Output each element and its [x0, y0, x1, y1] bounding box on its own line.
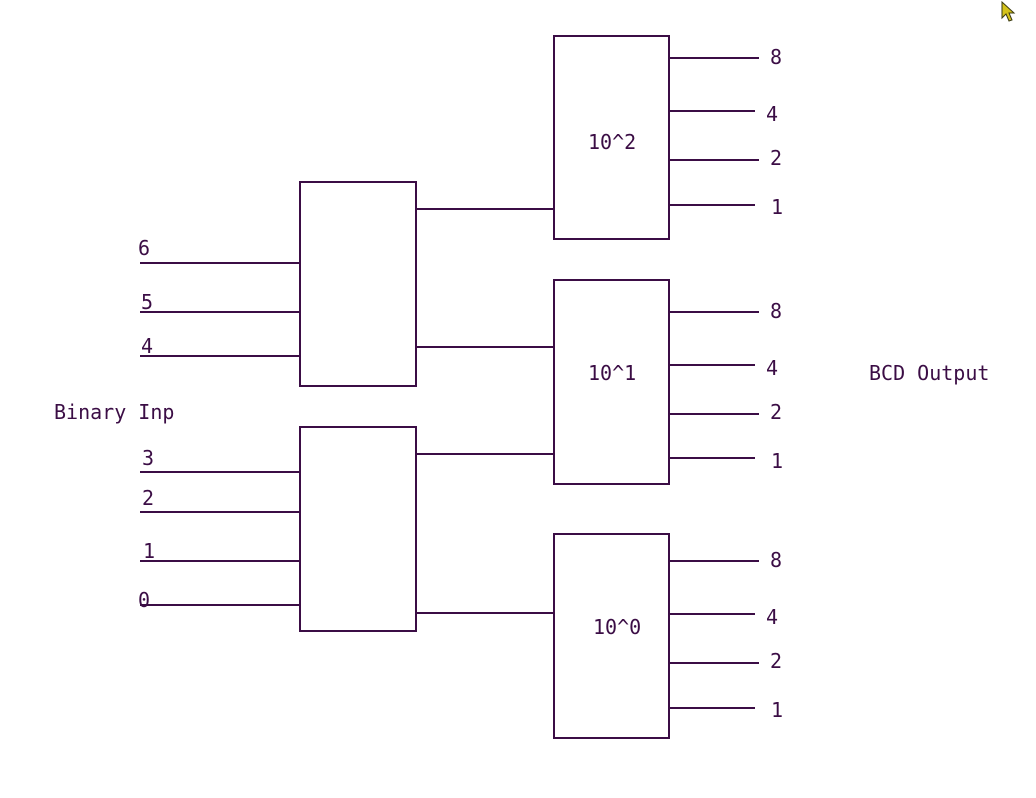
digit-block-ones: [553, 533, 670, 739]
digit-label-hundreds: 10^2: [588, 130, 636, 154]
input-label-0: 0: [138, 588, 150, 612]
output-label-hundreds-2: 2: [770, 146, 782, 170]
output-label-tens-8: 8: [770, 299, 782, 323]
output-label-hundreds-8: 8: [770, 45, 782, 69]
output-label-hundreds-4: 4: [766, 102, 778, 126]
input-label-6: 6: [138, 236, 150, 260]
digit-block-tens: [553, 279, 670, 485]
input-label-3: 3: [142, 446, 154, 470]
digit-label-ones: 10^0: [593, 615, 641, 639]
input-label-2: 2: [142, 486, 154, 510]
output-label-ones-4: 4: [766, 605, 778, 629]
converter-block-lower: [299, 426, 417, 632]
digit-label-tens: 10^1: [588, 361, 636, 385]
output-label-tens-2: 2: [770, 400, 782, 424]
mouse-pointer-icon: [1001, 0, 1016, 22]
output-label-ones-1: 1: [771, 698, 783, 722]
output-label-tens-4: 4: [766, 356, 778, 380]
input-label-4: 4: [141, 334, 153, 358]
output-label-hundreds-1: 1: [771, 195, 783, 219]
input-label-5: 5: [141, 290, 153, 314]
output-label-tens-1: 1: [771, 449, 783, 473]
input-title: Binary Inp: [54, 400, 174, 424]
input-label-1: 1: [143, 539, 155, 563]
digit-block-hundreds: [553, 35, 670, 240]
output-label-ones-8: 8: [770, 548, 782, 572]
output-title: BCD Output: [869, 361, 989, 385]
converter-block-upper: [299, 181, 417, 387]
output-label-ones-2: 2: [770, 649, 782, 673]
